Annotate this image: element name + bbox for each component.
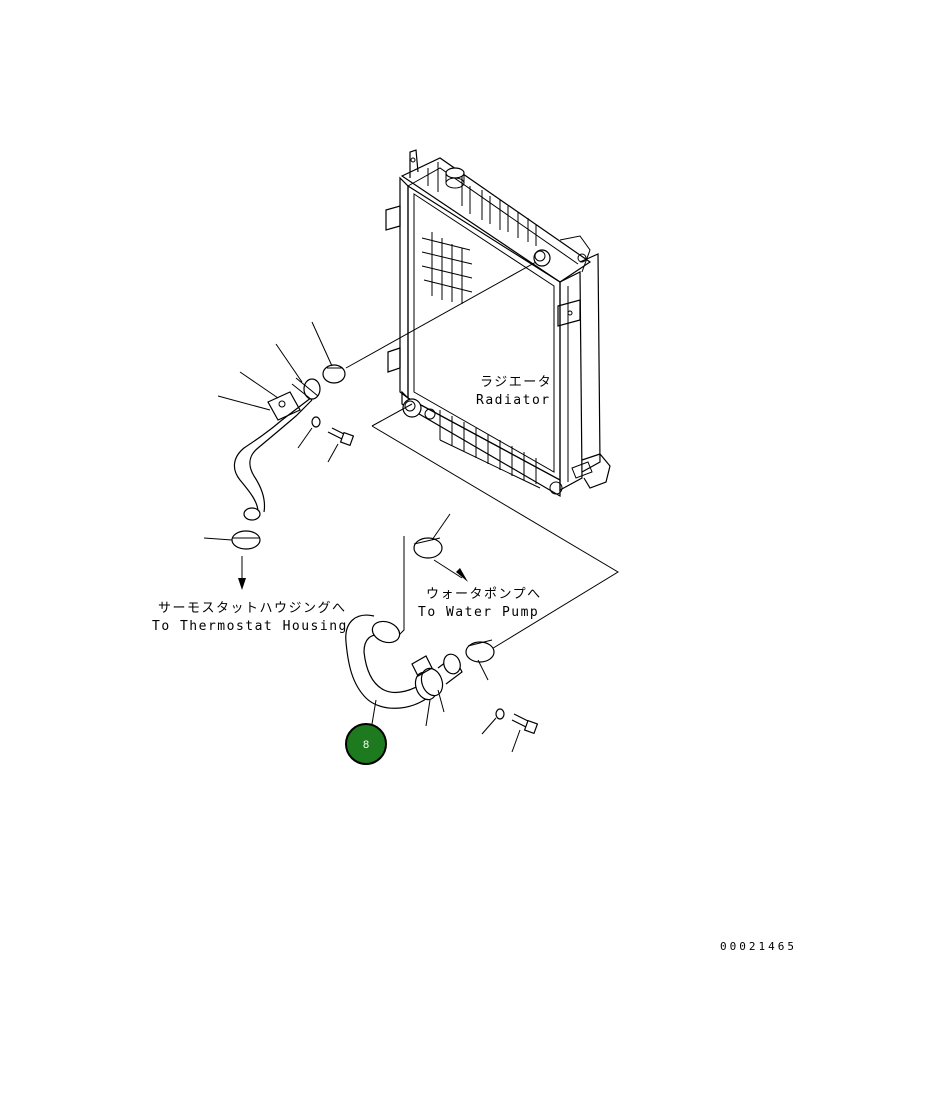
radiator bbox=[385, 149, 611, 498]
upper-hose-assembly bbox=[231, 261, 537, 550]
callout-number[interactable]: 8 bbox=[363, 739, 369, 751]
upper-leader-lines bbox=[203, 321, 339, 541]
callout-badge[interactable]: 8 bbox=[345, 723, 387, 765]
radiator-label-jp: ラジエータ bbox=[480, 375, 552, 390]
lower-hose-assembly bbox=[345, 403, 619, 735]
document-number: 00021465 bbox=[720, 940, 797, 953]
pump-label-jp: ウォータポンプへ bbox=[426, 587, 542, 602]
thermostat-label-en: To Thermostat Housing bbox=[152, 619, 348, 634]
radiator-label-en: Radiator bbox=[476, 393, 551, 408]
callout-circle[interactable] bbox=[345, 723, 387, 765]
thermostat-label-jp: サーモスタットハウジングへ bbox=[158, 601, 347, 616]
lower-leader-lines bbox=[371, 513, 521, 753]
pump-label-en: To Water Pump bbox=[418, 605, 539, 620]
arrow-to-thermostat bbox=[238, 556, 246, 590]
arrow-to-water-pump bbox=[433, 559, 468, 582]
